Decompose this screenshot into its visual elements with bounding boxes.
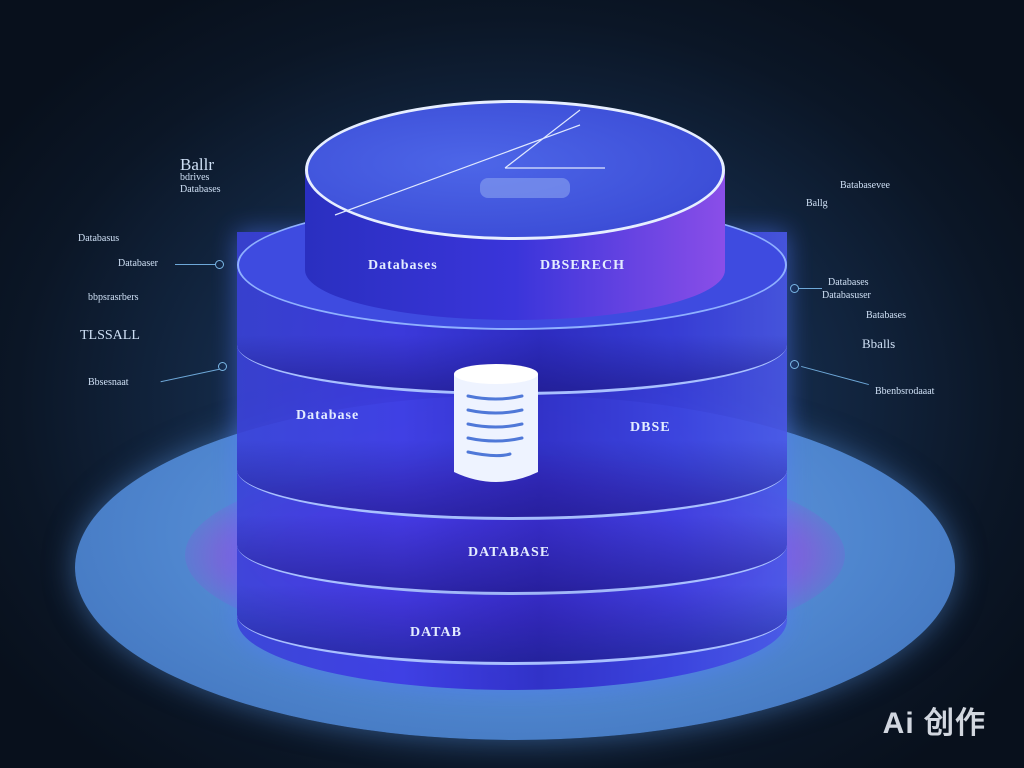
band-text: Database	[296, 408, 360, 423]
side-label: Ballg	[806, 198, 828, 209]
side-label: Ballr	[180, 155, 214, 174]
band-text: DBSE	[630, 420, 671, 435]
connector-dot	[218, 362, 227, 371]
side-label: Databasus	[78, 233, 120, 244]
side-label: Bbsesnaat	[88, 377, 129, 388]
puck-divider-line	[334, 109, 605, 216]
side-label: Databasuser	[822, 290, 871, 301]
side-label: bbpsrasrbers	[88, 292, 139, 303]
connector-line	[160, 368, 220, 383]
side-label: Databaser	[118, 258, 158, 269]
connector-dot	[790, 284, 799, 293]
side-label: bdrives	[180, 172, 210, 183]
database-icon	[454, 364, 538, 482]
band-text: DATABASE	[468, 545, 551, 560]
band-text: DBSERECH	[540, 258, 626, 273]
top-puck-face	[305, 100, 725, 240]
connector-dot	[215, 260, 224, 269]
cylinder-band	[237, 585, 787, 665]
side-label: Bballs	[862, 336, 896, 351]
side-label: Batabases	[866, 310, 906, 321]
connector-dot	[790, 360, 799, 369]
band-text: DATAB	[410, 625, 462, 640]
side-label: Batabasevee	[840, 180, 890, 191]
watermark: Ai 创作	[882, 707, 986, 740]
connector-line	[801, 365, 869, 386]
side-label: Databases	[180, 184, 221, 195]
side-label: Databases	[828, 277, 869, 288]
connector-line	[175, 264, 215, 265]
side-label: TLSSALL	[80, 328, 140, 343]
connector-line	[798, 288, 822, 289]
band-text: Databases	[368, 258, 438, 273]
side-label: Bbenbsrodaaat	[875, 386, 935, 397]
cylinder-band	[237, 515, 787, 595]
